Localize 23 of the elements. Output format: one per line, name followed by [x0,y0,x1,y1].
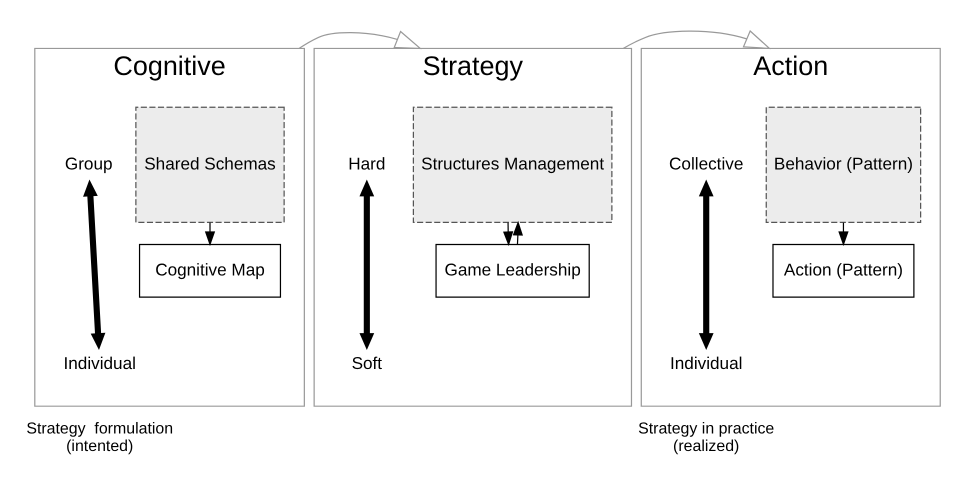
arrow [82,179,105,350]
node-text: Group [64,152,112,173]
label: Strategy formulation (intented) [26,420,173,454]
node-box: Behavior (Pattern) [765,106,921,223]
arrow [698,179,714,350]
arrow [358,179,374,350]
node-box: Structures Management [412,106,612,223]
node-box: Cognitive Map [138,243,281,298]
arrow [512,220,522,244]
node-text: Soft [351,352,382,373]
node-text: Individual [670,352,742,373]
node-text: Collective [668,152,743,173]
node-box: Shared Schemas [134,106,284,223]
arrow [204,222,215,246]
node-text: Hard [348,152,385,173]
node-box: Action (Pattern) [772,243,914,298]
arrow [622,29,771,49]
arrow [502,222,513,246]
node-box: Game Leadership [434,243,590,298]
arrow [838,222,848,246]
arrow [298,30,422,49]
label: Strategy in practice (realized) [638,420,774,454]
node-text: Individual [63,352,136,373]
